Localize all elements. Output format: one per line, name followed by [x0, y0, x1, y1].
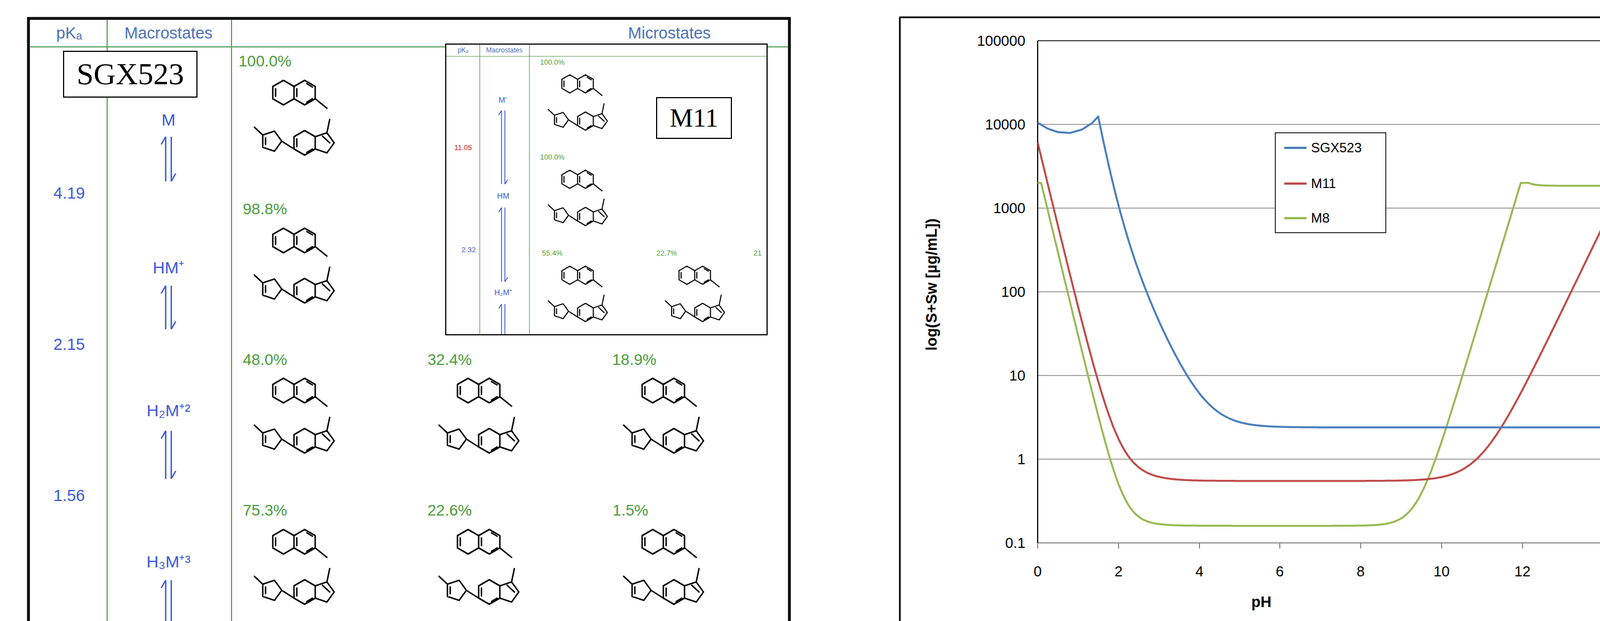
inset-table: [445, 44, 768, 335]
legend-swatch: [1284, 182, 1307, 185]
state-table: [28, 18, 790, 621]
label: 2.15: [53, 335, 85, 354]
structure: [439, 529, 519, 605]
table-rule: [230, 20, 233, 621]
label: HM: [497, 191, 510, 201]
label: H₂M⁺²: [146, 401, 191, 420]
chart: [899, 17, 1600, 621]
label: H₂M⁺: [494, 288, 513, 297]
label: 2: [1114, 563, 1123, 580]
label: M⁻: [498, 95, 509, 105]
plot-border: [1037, 40, 1600, 42]
label: 10000: [985, 116, 1026, 133]
compound-name-box: SGX523: [63, 50, 198, 98]
legend-swatch: [1284, 146, 1307, 149]
solubility-curve: [1037, 182, 1600, 527]
label: 100: [1001, 283, 1026, 301]
compound-name: SGX523: [76, 56, 185, 92]
label: log(S+Sw [µg/mL]): [923, 218, 941, 351]
structure: [548, 170, 608, 226]
label: 0.1: [1005, 535, 1026, 552]
legend-text: M11: [1311, 175, 1337, 192]
table-rule: [106, 20, 108, 621]
label: Microstates: [628, 24, 711, 43]
label: 10: [1433, 563, 1450, 580]
x-axis: [1037, 542, 1600, 544]
y-axis: [1037, 40, 1039, 544]
label: 2.32: [461, 246, 476, 254]
chart-frame: [899, 16, 1600, 19]
table-rule: [528, 44, 530, 335]
structure: [254, 378, 335, 453]
label: HM⁺: [152, 258, 185, 277]
chart-frame: [899, 17, 901, 621]
structure: [623, 378, 704, 453]
label: 21: [753, 249, 762, 258]
solubility-curve: [1037, 116, 1600, 428]
curves: [1037, 116, 1600, 527]
inset-frame: [445, 44, 768, 335]
structure: [548, 74, 608, 130]
label: 22.6%: [427, 502, 472, 520]
label: 4: [1195, 563, 1204, 580]
structure: [439, 378, 519, 453]
label: 100.0%: [238, 52, 292, 71]
equilibrium-arrow: [498, 110, 508, 335]
equilibrium-arrow: [161, 136, 176, 621]
table-frame: [28, 18, 790, 621]
legend-swatch: [1284, 217, 1307, 220]
structure: [548, 266, 608, 322]
label: 6: [1275, 563, 1284, 580]
label: 12: [1514, 563, 1531, 580]
label: 18.9%: [611, 351, 657, 369]
label: 22.7%: [656, 249, 678, 258]
compound-name-box: M11: [656, 97, 732, 139]
label: 11.05: [454, 143, 472, 152]
compound-name: M11: [669, 102, 718, 133]
label: Macrostates: [124, 24, 213, 43]
label: 100000: [976, 32, 1026, 50]
legend-box: [1275, 132, 1386, 233]
label: 10: [1009, 367, 1026, 384]
label: 100.0%: [540, 58, 565, 67]
structure: [623, 529, 704, 605]
label: H₃M⁺³: [146, 552, 191, 571]
label: pH: [1251, 594, 1272, 611]
label: 48.0%: [242, 351, 287, 369]
label: 1.5%: [612, 502, 649, 520]
table-rule: [479, 44, 480, 335]
structure: [254, 228, 335, 303]
x-ticks: [1037, 542, 1523, 549]
label: 8: [1356, 563, 1365, 580]
label: pKₐ: [457, 46, 469, 55]
label: 1.56: [53, 487, 85, 505]
label: 98.8%: [242, 200, 287, 219]
label: pKₐ: [56, 24, 83, 43]
label: 1000: [993, 200, 1026, 217]
gridlines: [1037, 124, 1600, 460]
legend-text: M8: [1311, 210, 1330, 226]
label: 32.4%: [427, 351, 472, 369]
table-rule: [446, 55, 767, 57]
label: 1: [1017, 451, 1026, 468]
structure: [254, 529, 335, 605]
legend-text: SGX523: [1311, 140, 1362, 156]
label: 4.19: [53, 184, 85, 203]
label: 75.3%: [242, 502, 287, 520]
label: M: [161, 110, 176, 129]
label: 55.4%: [542, 249, 563, 258]
label: 100.0%: [540, 153, 565, 162]
structure: [254, 80, 335, 156]
label: 0: [1033, 563, 1042, 580]
structure: [665, 266, 725, 322]
label: Macrostates: [485, 46, 523, 55]
